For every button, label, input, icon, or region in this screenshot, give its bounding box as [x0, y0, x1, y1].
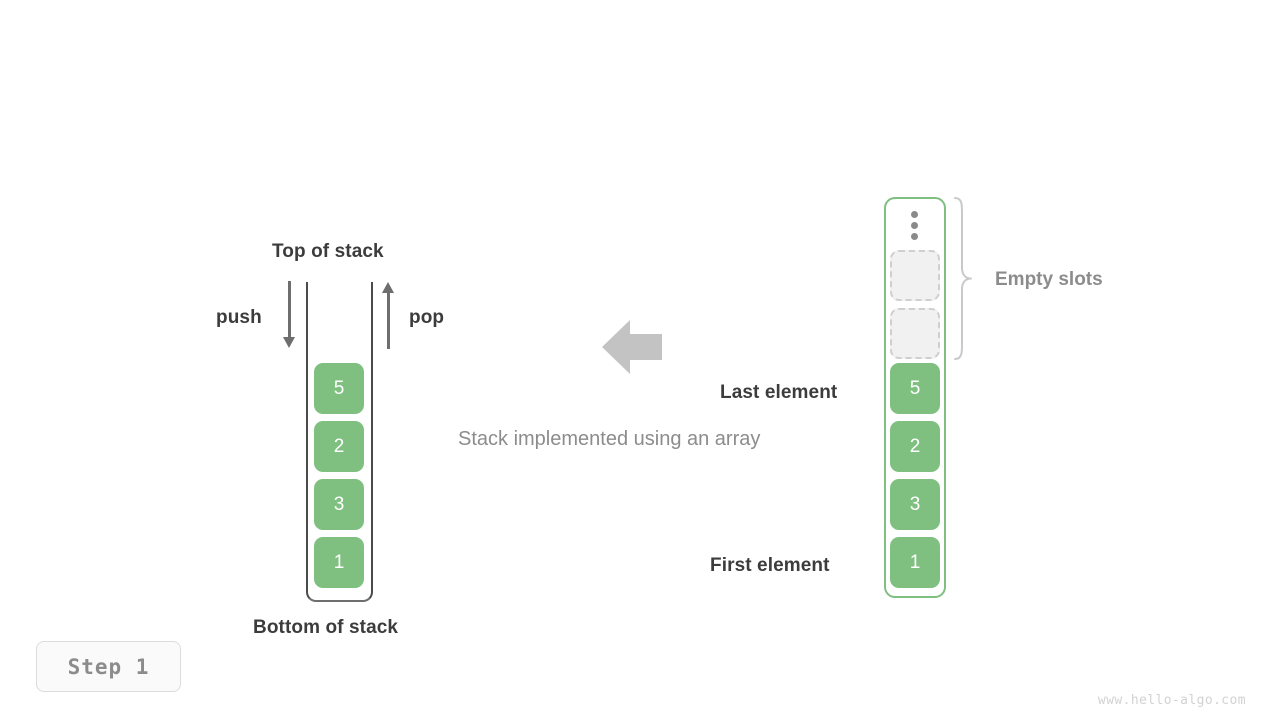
- ellipsis-dot: [910, 233, 918, 240]
- empty-slot-list: [890, 250, 940, 359]
- array-cell: 2: [890, 421, 940, 472]
- arrow-left-icon: [602, 320, 662, 374]
- last-element-label: Last element: [720, 382, 838, 403]
- stack-cell: 5: [314, 363, 364, 414]
- push-arrow-head-icon: [283, 337, 295, 348]
- push-label: push: [216, 307, 262, 328]
- empty-slots-brace-icon: [954, 197, 972, 360]
- diagram-caption: Stack implemented using an array: [458, 428, 761, 450]
- ellipsis-dot: [910, 222, 918, 229]
- ellipsis-dot: [910, 211, 918, 218]
- pop-label: pop: [409, 307, 445, 328]
- empty-slot: [890, 308, 940, 359]
- vertical-ellipsis-icon: [909, 211, 919, 240]
- pop-arrow-head-icon: [382, 282, 394, 293]
- step-badge: Step 1: [36, 641, 181, 692]
- stack-container: [306, 282, 373, 602]
- stack-cell: 3: [314, 479, 364, 530]
- bottom-of-stack-label: Bottom of stack: [253, 617, 399, 638]
- array-cell-list: 1 3 2 5: [890, 363, 940, 588]
- array-cell: 5: [890, 363, 940, 414]
- empty-slot: [890, 250, 940, 301]
- array-cell: 3: [890, 479, 940, 530]
- stack-cell: 1: [314, 537, 364, 588]
- watermark: www.hello-algo.com: [1097, 693, 1246, 708]
- stack-cell: 2: [314, 421, 364, 472]
- pop-arrow-shaft: [387, 292, 390, 349]
- push-arrow-shaft: [288, 281, 291, 338]
- empty-slots-label: Empty slots: [995, 269, 1103, 290]
- first-element-label: First element: [710, 555, 830, 576]
- array-cell: 1: [890, 537, 940, 588]
- top-of-stack-label: Top of stack: [272, 241, 384, 262]
- stack-cell-list: 1 3 2 5: [314, 363, 364, 588]
